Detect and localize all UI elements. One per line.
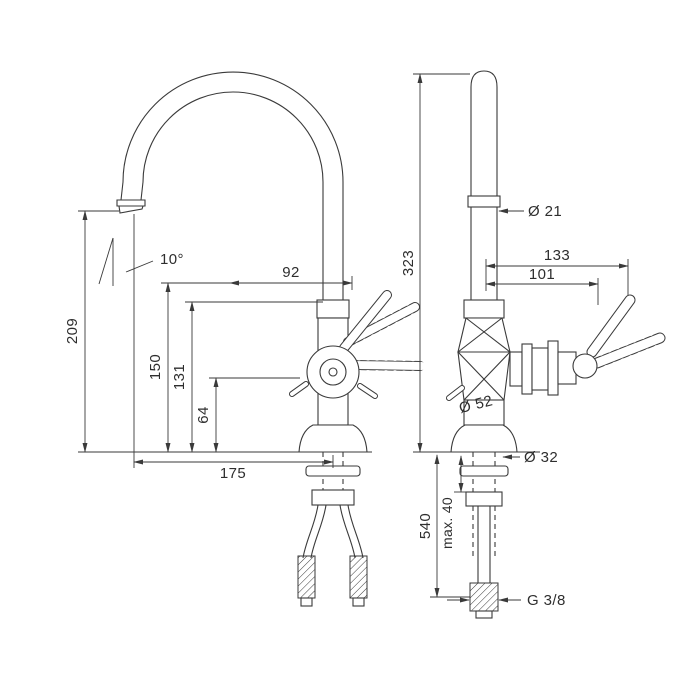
cartridge-boss bbox=[306, 345, 360, 399]
angle-leader-line bbox=[125, 260, 154, 273]
body-collar bbox=[463, 299, 505, 319]
valve-and-handle bbox=[446, 294, 666, 401]
valve-ring bbox=[547, 340, 559, 396]
valve-neck bbox=[509, 351, 523, 387]
left-under-counter-parts bbox=[297, 452, 368, 607]
swivel-spout bbox=[116, 71, 344, 214]
dim-label-g38: G 3/8 bbox=[527, 592, 566, 609]
side-pins bbox=[289, 381, 378, 399]
body-collar bbox=[316, 299, 350, 319]
faucet-body-front bbox=[450, 70, 518, 453]
spout-outlet-edge bbox=[140, 181, 144, 201]
hose-connector bbox=[469, 582, 499, 612]
dim-label-10deg: 10° bbox=[160, 251, 184, 268]
cone-facet-line bbox=[457, 317, 503, 353]
body-cylinder bbox=[463, 399, 505, 426]
side-pin-right-fill bbox=[358, 384, 377, 398]
dim-label-540: 540 bbox=[417, 513, 434, 539]
side-pin-left-fill bbox=[290, 382, 308, 396]
boss-outer-circle bbox=[306, 345, 360, 399]
dim-label-max40: max. 40 bbox=[439, 497, 455, 549]
cone-facet-line bbox=[457, 351, 505, 401]
dim-label-175: 175 bbox=[220, 465, 246, 482]
left-view-dimensions: 209 150 131 64 92 175 10° bbox=[64, 210, 372, 482]
base-flange bbox=[298, 424, 368, 453]
mounting-nut bbox=[311, 489, 355, 506]
spout-outlet-edge bbox=[120, 181, 124, 201]
dim-label-64: 64 bbox=[195, 406, 212, 424]
lever-handle-fill bbox=[340, 291, 391, 352]
dim-label-dia32: Ø 32 bbox=[524, 449, 558, 466]
hose-connector-tip bbox=[352, 597, 365, 607]
supply-hose-right bbox=[347, 504, 364, 559]
dim-label-209: 209 bbox=[64, 318, 81, 344]
dim-label-150: 150 bbox=[147, 354, 164, 380]
hose-connector bbox=[349, 555, 368, 599]
left-view-faucet bbox=[116, 71, 427, 607]
dim-label-92: 92 bbox=[282, 264, 300, 281]
dim-label-101: 101 bbox=[529, 266, 555, 283]
hose-connector-tip bbox=[475, 610, 493, 619]
column-top-cap bbox=[470, 70, 498, 88]
mounting-nut bbox=[465, 491, 503, 507]
valve-ring bbox=[521, 343, 533, 395]
hose-connector-tip bbox=[300, 597, 313, 607]
dim-label-dia21: Ø 21 bbox=[528, 203, 562, 220]
body-cone-upper bbox=[457, 317, 511, 353]
angle-slanted-line bbox=[98, 237, 114, 285]
handle-hub bbox=[572, 353, 598, 379]
body-cone-lower bbox=[457, 351, 511, 401]
valve-body bbox=[531, 347, 549, 391]
column-joint-ring bbox=[467, 195, 501, 208]
supply-hose-right bbox=[339, 504, 356, 559]
base-flange bbox=[450, 424, 518, 453]
cone-facet-line bbox=[463, 351, 511, 401]
supply-hose-left bbox=[302, 504, 319, 559]
boss-mid-circle bbox=[319, 358, 347, 386]
spout-outer-edge bbox=[122, 71, 344, 183]
dim-label-133: 133 bbox=[544, 247, 570, 264]
side-pin-fill bbox=[447, 386, 464, 400]
right-view-faucet bbox=[446, 70, 666, 619]
lever-handle-fill bbox=[587, 295, 635, 357]
dim-label-323: 323 bbox=[400, 250, 417, 276]
dim-label-131: 131 bbox=[171, 364, 188, 390]
right-under-counter-parts bbox=[459, 452, 509, 619]
lever-swing-dashed-fill bbox=[348, 361, 426, 370]
aerator-tip bbox=[118, 205, 144, 214]
boss-center-circle bbox=[328, 367, 338, 377]
supply-hose-left bbox=[310, 504, 327, 559]
lever-swing-dashed-fill bbox=[592, 333, 665, 368]
cone-facet-line bbox=[465, 317, 511, 353]
handle-lever-positions bbox=[339, 290, 427, 371]
spout-inner-edge bbox=[142, 91, 324, 183]
hose-connector bbox=[297, 555, 316, 599]
aerator-ring bbox=[116, 199, 146, 207]
mounting-washer bbox=[459, 465, 509, 477]
